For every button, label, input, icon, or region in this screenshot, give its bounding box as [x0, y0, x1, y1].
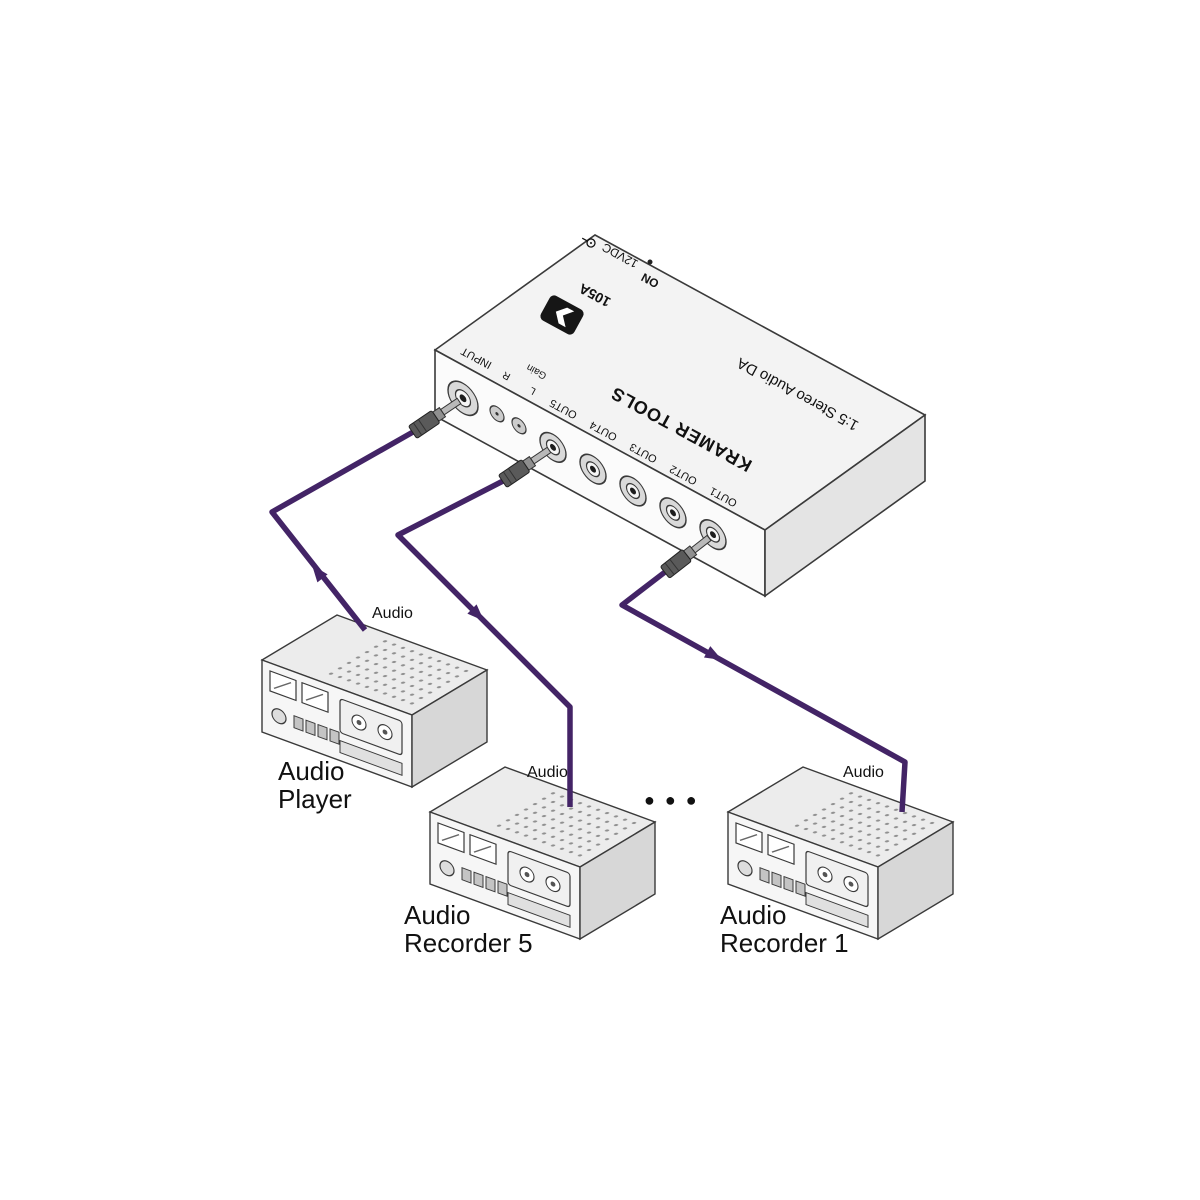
audio-recorder-1-caption-line1: Audio: [720, 900, 787, 930]
device-front-panel: [269, 670, 403, 777]
power-led: [647, 259, 653, 265]
audio-plug: [498, 446, 552, 488]
signal-arrow: [467, 604, 484, 621]
cable-out5-to-recorder5: [395, 478, 573, 807]
device-side-face: [411, 668, 488, 789]
signal-arrow: [312, 565, 328, 583]
audio-recorder-1-device: [726, 766, 955, 941]
cassette-door: [507, 850, 571, 908]
transport-buttons: [293, 715, 340, 745]
audio-plug: [660, 534, 712, 579]
da-r-label: R: [501, 369, 513, 382]
speaker-grille: [788, 789, 938, 859]
audio-recorder-1-caption-line2: Recorder 1: [720, 928, 849, 958]
signal-arrow: [703, 646, 722, 660]
out2-jack: [659, 497, 687, 529]
recorder5-cable-label: Audio: [527, 764, 568, 781]
audio-player-caption-line1: Audio: [278, 756, 345, 786]
more-devices-ellipsis: ●●●: [644, 790, 707, 810]
player-cable-label: Audio: [372, 605, 413, 622]
audio-cables: [269, 429, 908, 813]
volume-knob: [737, 860, 753, 877]
kramer-logo-icon: [540, 295, 584, 335]
audio-player-caption-line2: Player: [278, 784, 352, 814]
da-right-face: [764, 413, 926, 598]
device-front-panel: [437, 822, 571, 929]
volume-knob: [439, 860, 455, 877]
recorder1-cable-label: Audio: [843, 764, 884, 781]
out4-jack: [579, 453, 607, 485]
display-strip: [507, 891, 571, 929]
audio-plug: [408, 397, 462, 439]
transport-buttons: [461, 867, 508, 897]
cassette-door: [339, 698, 403, 756]
audio-recorder-5-caption-line2: Recorder 5: [404, 928, 533, 958]
display-strip: [339, 739, 403, 777]
device-side-face: [877, 820, 954, 941]
da-l-label: L: [527, 384, 538, 397]
display-strip: [805, 891, 869, 929]
speaker-grille: [322, 637, 472, 707]
transport-buttons: [759, 867, 806, 897]
volume-knob: [271, 708, 287, 725]
cassette-door: [805, 850, 869, 908]
gain-knob-l: [511, 417, 527, 435]
out3-jack: [619, 475, 647, 507]
audio-player-device: [260, 614, 489, 789]
gain-knob-r: [489, 405, 505, 423]
device-front-panel: [735, 822, 869, 929]
dc-power-icon: [581, 237, 596, 248]
speaker-grille: [490, 789, 640, 859]
device-side-face: [579, 820, 656, 941]
cable-player-to-input: [269, 429, 415, 632]
audio-recorder-5-caption-line1: Audio: [404, 900, 471, 930]
kramer-da-unit: INPUT R L Gain OUT5 OUT4 OUT3 OUT2 OUT1 …: [433, 234, 927, 598]
cable-out1-to-recorder1: [619, 569, 908, 813]
audio-recorder-5-device: [428, 766, 657, 941]
